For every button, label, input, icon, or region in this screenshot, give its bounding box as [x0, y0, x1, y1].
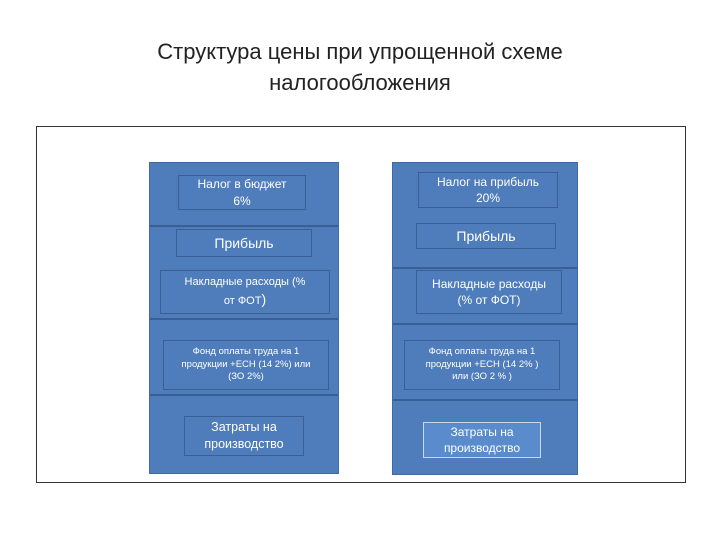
left-costs-box: Затраты на производство	[184, 416, 304, 456]
title-line-1: Структура цены при упрощенной схеме	[157, 39, 563, 64]
right-overhead-label: Накладные расходы (% от ФОТ)	[432, 276, 546, 307]
left-tax-box: Налог в бюджет 6%	[178, 175, 306, 210]
right-costs-label: Затраты на производство	[443, 424, 521, 455]
right-separator	[393, 267, 577, 269]
left-overhead-paren: )	[261, 290, 267, 307]
left-tax-label: Налог в бюджет 6%	[197, 177, 287, 208]
right-profit-box: Прибыль	[416, 223, 556, 249]
title-line-2: налогообложения	[269, 70, 451, 95]
diagram-frame	[36, 126, 686, 483]
right-tax-label: Налог на прибыль 20%	[436, 174, 540, 205]
right-costs-box: Затраты на производство	[423, 422, 541, 458]
right-wage-fund-label: Фонд оплаты труда на 1 продукции +ЕСН (1…	[425, 345, 539, 383]
right-overhead-box: Накладные расходы (% от ФОТ)	[416, 270, 562, 314]
left-wage-fund-box: Фонд оплаты труда на 1 продукции +ЕСН (1…	[163, 340, 329, 390]
left-overhead-box: Накладные расходы (% от ФОТ)	[160, 270, 330, 314]
left-costs-label: Затраты на производство	[204, 420, 284, 451]
left-profit-box: Прибыль	[176, 229, 312, 257]
left-separator	[150, 394, 338, 396]
right-wage-fund-box: Фонд оплаты труда на 1 продукции +ЕСН (1…	[404, 340, 560, 390]
right-tax-box: Налог на прибыль 20%	[418, 172, 558, 208]
right-separator	[393, 323, 577, 325]
left-separator	[150, 318, 338, 320]
left-overhead-text: Накладные расходы (% от ФОТ	[184, 276, 306, 307]
right-separator	[393, 399, 577, 401]
left-wage-fund-label: Фонд оплаты труда на 1 продукции +ЕСН (1…	[181, 345, 311, 383]
left-profit-label: Прибыль	[214, 234, 274, 251]
left-overhead-label: Накладные расходы (% от ФОТ)	[185, 275, 306, 309]
left-separator	[150, 225, 338, 227]
right-profit-label: Прибыль	[456, 227, 516, 244]
slide-title: Структура цены при упрощенной схеме нало…	[0, 36, 720, 98]
